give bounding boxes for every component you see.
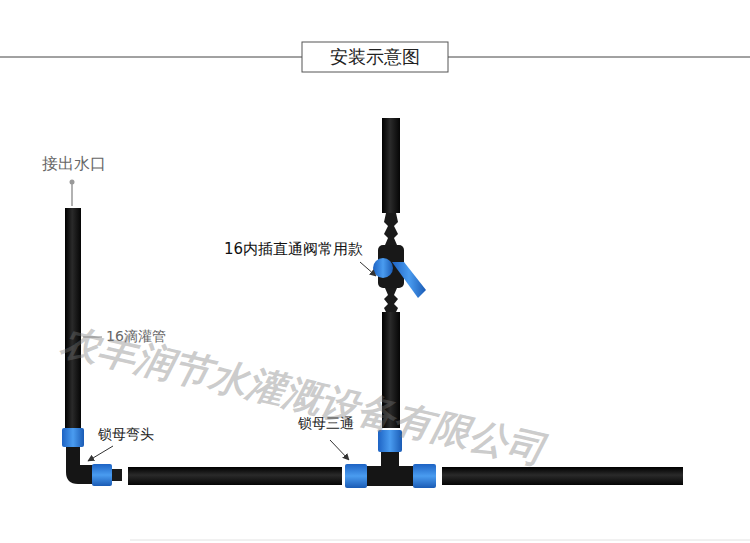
leader-dot [70, 180, 75, 185]
valve-barb [384, 288, 398, 312]
valve-handle [392, 262, 426, 298]
tee-body [381, 450, 399, 468]
leader-line [71, 182, 73, 206]
bottom-rule [130, 540, 750, 541]
barb [112, 469, 122, 481]
outlet-label: 接出水口 [40, 154, 108, 173]
leader-arrow [360, 262, 376, 276]
drip-pipe [128, 467, 342, 485]
lock-nut [62, 428, 84, 447]
part-label: 16内插直通阀常用款 [222, 240, 365, 258]
valve-cap [373, 258, 393, 278]
title-frame [302, 42, 448, 72]
tee-body [367, 466, 413, 486]
valve-barb [384, 213, 398, 245]
lock-nut [345, 464, 367, 488]
watermark: 农丰润节水灌溉设备有限公司 [57, 319, 549, 475]
leader-arrow [330, 440, 349, 460]
diagram-title: 安装示意图 [304, 44, 446, 70]
leader-arrow [88, 446, 113, 461]
drip-pipe [382, 118, 400, 213]
drip-pipe [442, 467, 683, 485]
lock-nut [413, 464, 436, 488]
part-label: 锁母弯头 [96, 426, 156, 443]
lock-nut [92, 464, 112, 486]
